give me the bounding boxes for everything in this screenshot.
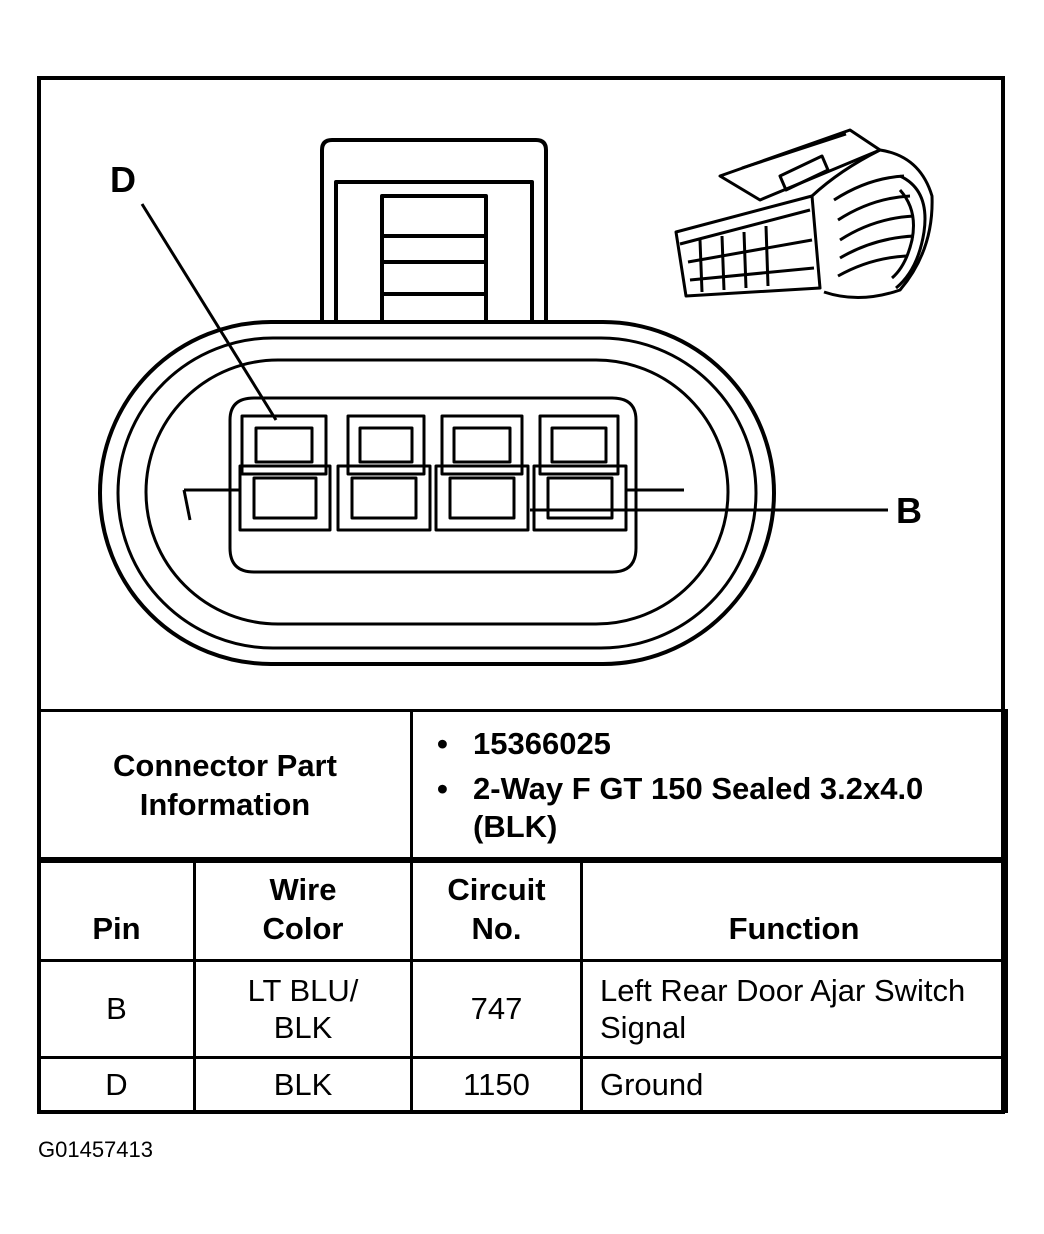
wire-color-cell: BLK: [193, 1056, 413, 1113]
locking-tab: [320, 138, 548, 324]
table-row: D BLK 1150 Ground: [37, 1056, 1008, 1113]
leader-line-d: [140, 203, 278, 421]
part-info-item: •15366025: [437, 725, 611, 761]
diagram-frame: [37, 76, 1005, 1114]
part-info-item: •2-Way F GT 150 Sealed 3.2x4.0 (BLK): [437, 770, 924, 845]
connector-part-info-table: Connector Part Information •15366025 •2-…: [37, 709, 1008, 863]
header-function: Function: [580, 857, 1008, 962]
terminal-row-top: [240, 414, 620, 476]
header-circuit-no: Circuit No.: [410, 857, 583, 962]
table-row: B LT BLU/ BLK 747 Left Rear Door Ajar Sw…: [37, 959, 1008, 1059]
function-cell: Ground: [580, 1056, 1008, 1113]
connector-illustration: [674, 128, 934, 300]
part-info-list: •15366025 •2-Way F GT 150 Sealed 3.2x4.0…: [410, 709, 1008, 863]
terminal-row-bottom: [238, 464, 628, 532]
connector-face-diagram: [98, 128, 934, 666]
circuit-cell: 1150: [410, 1056, 583, 1113]
part-info-header: Connector Part Information: [37, 709, 413, 863]
pin-cell: D: [37, 1056, 196, 1113]
callout-label-d: D: [110, 159, 136, 200]
callout-label-b: B: [896, 490, 922, 531]
header-wire-color: Wire Color: [193, 857, 413, 962]
circuit-cell: 747: [410, 959, 583, 1059]
function-cell: Left Rear Door Ajar Switch Signal: [580, 959, 1008, 1059]
pin-table: Pin Wire Color Circuit No. Function B LT…: [37, 857, 1008, 1113]
header-pin: Pin: [37, 857, 196, 962]
figure-id: G01457413: [38, 1137, 153, 1162]
pin-cell: B: [37, 959, 196, 1059]
wire-color-cell: LT BLU/ BLK: [193, 959, 413, 1059]
connector-body: [98, 320, 776, 666]
